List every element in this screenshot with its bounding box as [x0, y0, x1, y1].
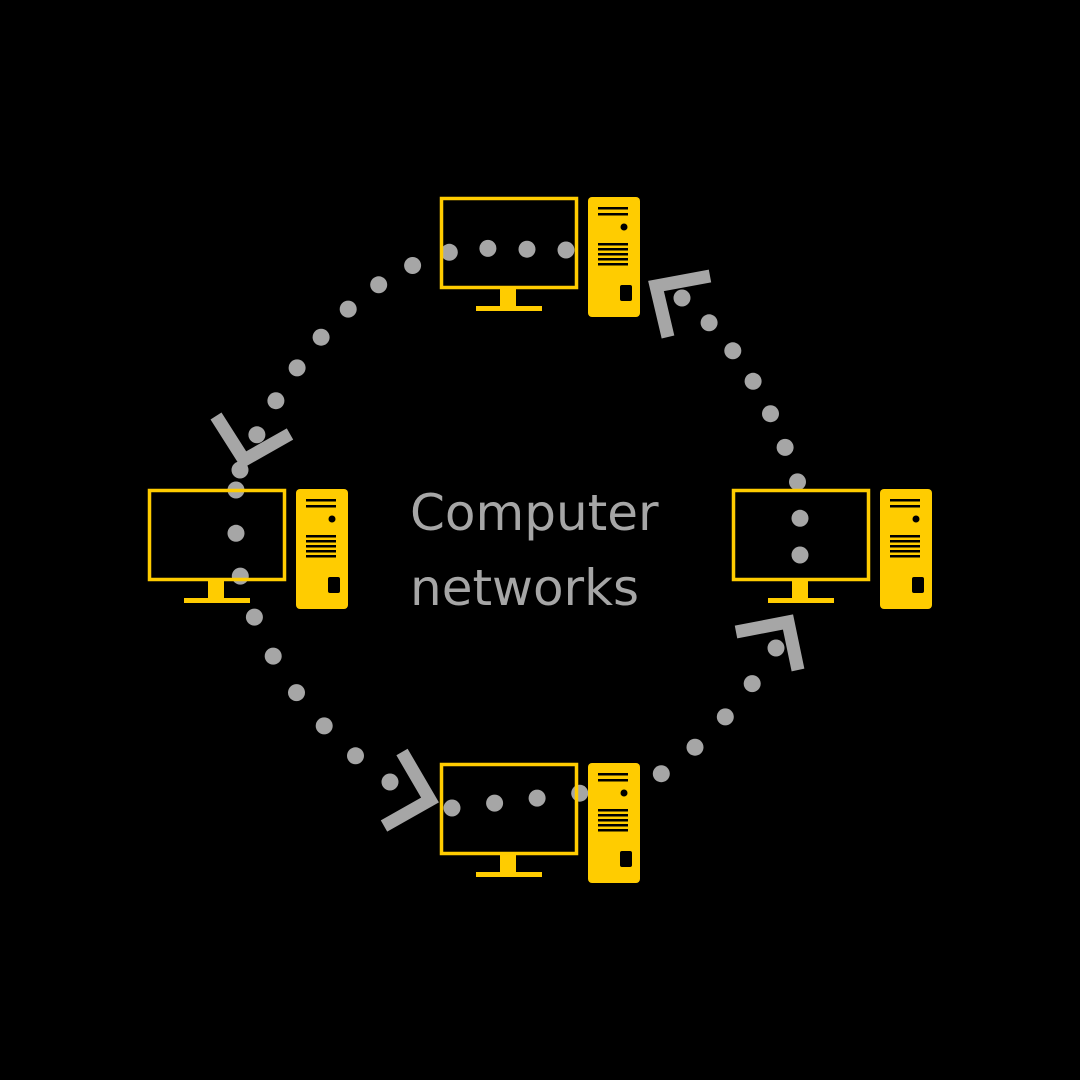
link-dot	[231, 567, 249, 585]
network-links	[227, 239, 809, 817]
arrow-bottom	[380, 748, 439, 832]
link-dot	[443, 799, 461, 817]
link-dot	[571, 784, 589, 802]
link-dot	[652, 765, 670, 783]
link-dot	[312, 328, 330, 346]
link-dot	[315, 717, 333, 735]
link-dot	[288, 684, 305, 702]
link-dot	[264, 647, 282, 665]
arrow-left	[210, 412, 294, 469]
arrow-right	[734, 614, 805, 672]
link-dot	[479, 239, 497, 257]
link-dot	[557, 241, 575, 259]
link-dot	[716, 708, 734, 726]
link-dot	[744, 372, 762, 390]
link-dot	[245, 608, 263, 626]
link-dot	[743, 675, 761, 693]
link-right-to-top	[673, 289, 809, 564]
link-dot	[700, 314, 718, 332]
link-dot	[248, 426, 266, 444]
link-dot	[686, 738, 704, 756]
desktop-computer-icon	[731, 488, 932, 609]
link-dot	[762, 405, 779, 423]
link-dot	[724, 342, 742, 360]
link-top-to-left	[231, 239, 575, 479]
link-dot	[404, 257, 422, 274]
computer-top	[439, 196, 640, 317]
arrow-top-right	[648, 269, 712, 339]
link-dot	[227, 524, 245, 542]
link-dot	[339, 300, 357, 318]
desktop-computer-icon	[147, 488, 348, 609]
computer-left	[147, 488, 348, 609]
link-dot	[789, 473, 806, 491]
link-dot	[440, 243, 458, 261]
computer-bottom	[439, 762, 640, 883]
link-dot	[767, 639, 785, 657]
link-dot	[528, 789, 546, 807]
link-dot	[776, 438, 794, 456]
link-dot	[486, 794, 504, 812]
desktop-computer-icon	[439, 762, 640, 883]
link-dot	[381, 773, 399, 791]
link-dot	[518, 240, 536, 258]
link-dot	[791, 546, 809, 564]
link-dot	[370, 276, 388, 294]
desktop-computer-icon	[439, 196, 640, 317]
network-arrows	[210, 269, 805, 832]
link-dot	[347, 747, 364, 765]
link-dot	[673, 289, 691, 307]
title-line-1: Computer	[410, 484, 659, 542]
link-dot	[267, 392, 285, 410]
link-dot	[791, 509, 809, 527]
computer-right	[731, 488, 932, 609]
title-line-2: networks	[410, 559, 639, 617]
link-dot	[288, 359, 306, 377]
network-nodes	[147, 196, 932, 883]
